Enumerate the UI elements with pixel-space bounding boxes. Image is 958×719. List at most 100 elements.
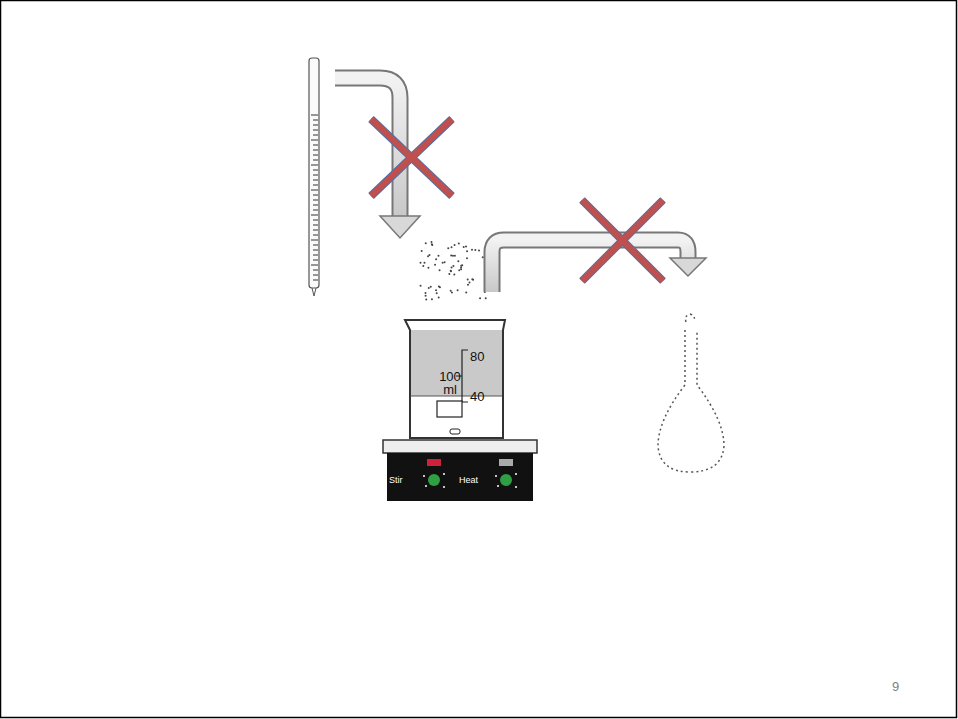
powder-grain: [450, 270, 452, 272]
graduation-tick: [313, 175, 318, 176]
scale-mark: 40: [470, 390, 484, 403]
powder-grain: [442, 262, 444, 264]
powder-grain: [425, 242, 427, 244]
graduation-tick: [313, 195, 318, 196]
graduation-tick: [313, 260, 318, 261]
powder-grain: [460, 268, 462, 270]
pipette: [309, 58, 319, 296]
graduation-tick: [313, 270, 318, 271]
graduation-tick: [313, 150, 318, 151]
graduation-tick: [311, 240, 318, 241]
graduation-tick: [311, 265, 318, 266]
powder: [419, 241, 487, 300]
powder-grain: [435, 289, 437, 291]
powder-grain: [423, 262, 425, 264]
graduation-tick: [313, 170, 318, 171]
powder-grain: [424, 292, 426, 294]
beaker: [405, 320, 505, 438]
powder-grain: [430, 286, 432, 288]
powder-grain: [465, 245, 467, 247]
volumetric-flask: [658, 314, 724, 472]
cross-mark: [371, 119, 452, 196]
graduation-tick: [313, 120, 318, 121]
control-label: Heat: [459, 476, 478, 485]
powder-grain: [468, 281, 470, 283]
powder-grain: [454, 244, 456, 246]
powder-grain: [451, 266, 453, 268]
graduation-tick: [311, 215, 318, 216]
powder-grain: [447, 247, 449, 249]
graduation-tick: [311, 165, 318, 166]
scale-mark: 80: [470, 350, 484, 363]
graduation-tick: [313, 280, 318, 281]
volume-label: 100 ml: [438, 370, 462, 396]
powder-grain: [465, 291, 467, 293]
powder-grain: [448, 273, 450, 275]
graduation-tick: [313, 135, 318, 136]
powder-grain: [425, 295, 427, 297]
powder-grain: [478, 249, 480, 251]
graduation-tick: [313, 205, 318, 206]
graduation-tick: [313, 210, 318, 211]
powder-grain: [438, 285, 440, 287]
powder-grain: [457, 260, 459, 262]
graduation-tick: [313, 275, 318, 276]
powder-grain: [427, 267, 429, 269]
powder-grain: [466, 257, 468, 259]
powder-grain: [434, 264, 436, 266]
graduation-tick: [313, 200, 318, 201]
graduation-tick: [313, 220, 318, 221]
page-number: 9: [892, 680, 899, 693]
control-label: Stir: [389, 476, 403, 485]
powder-grain: [451, 246, 453, 248]
powder-grain: [471, 249, 473, 251]
graduation-tick: [311, 190, 318, 191]
powder-grain: [429, 254, 431, 256]
powder-grain: [453, 274, 455, 276]
powder-grain: [485, 297, 487, 299]
powder-grain: [431, 298, 433, 300]
powder-grain: [450, 270, 452, 272]
powder-grain: [450, 290, 452, 292]
graduation-tick: [311, 115, 318, 116]
powder-grain: [457, 289, 459, 291]
powder-grain: [419, 262, 421, 264]
graduation-tick: [313, 225, 318, 226]
powder-grain: [458, 242, 460, 244]
hot-plate: [383, 440, 537, 501]
powder-grain: [435, 258, 437, 260]
powder-grain: [439, 269, 441, 271]
powder-grain: [467, 284, 469, 286]
powder-grain: [467, 279, 469, 281]
powder-grain: [421, 250, 423, 252]
graduation-tick: [313, 145, 318, 146]
graduation-tick: [313, 185, 318, 186]
powder-grain: [436, 292, 438, 294]
powder-grain: [451, 292, 453, 294]
powder-grain: [482, 256, 484, 258]
graduation-tick: [313, 245, 318, 246]
powder-grain: [466, 250, 468, 252]
graduation-tick: [313, 255, 318, 256]
powder-grain: [472, 279, 474, 281]
graduation-tick: [313, 250, 318, 251]
powder-grain: [438, 296, 440, 298]
powder-grain: [450, 254, 452, 256]
graduation-tick: [311, 140, 318, 141]
powder-grain: [454, 255, 456, 257]
powder-grain: [439, 286, 441, 288]
graduation-tick: [313, 230, 318, 231]
powder-grain: [437, 255, 439, 257]
powder-grain: [431, 244, 433, 246]
powder-grain: [474, 249, 476, 251]
powder-grain: [471, 278, 473, 280]
graduation-tick: [313, 130, 318, 131]
powder-grain: [428, 287, 430, 289]
powder-grain: [479, 297, 481, 299]
powder-grain: [425, 298, 427, 300]
powder-grain: [460, 265, 462, 267]
powder-grain: [422, 265, 424, 267]
graduation-tick: [313, 160, 318, 161]
graduation-tick: [313, 235, 318, 236]
powder-grain: [420, 285, 422, 287]
